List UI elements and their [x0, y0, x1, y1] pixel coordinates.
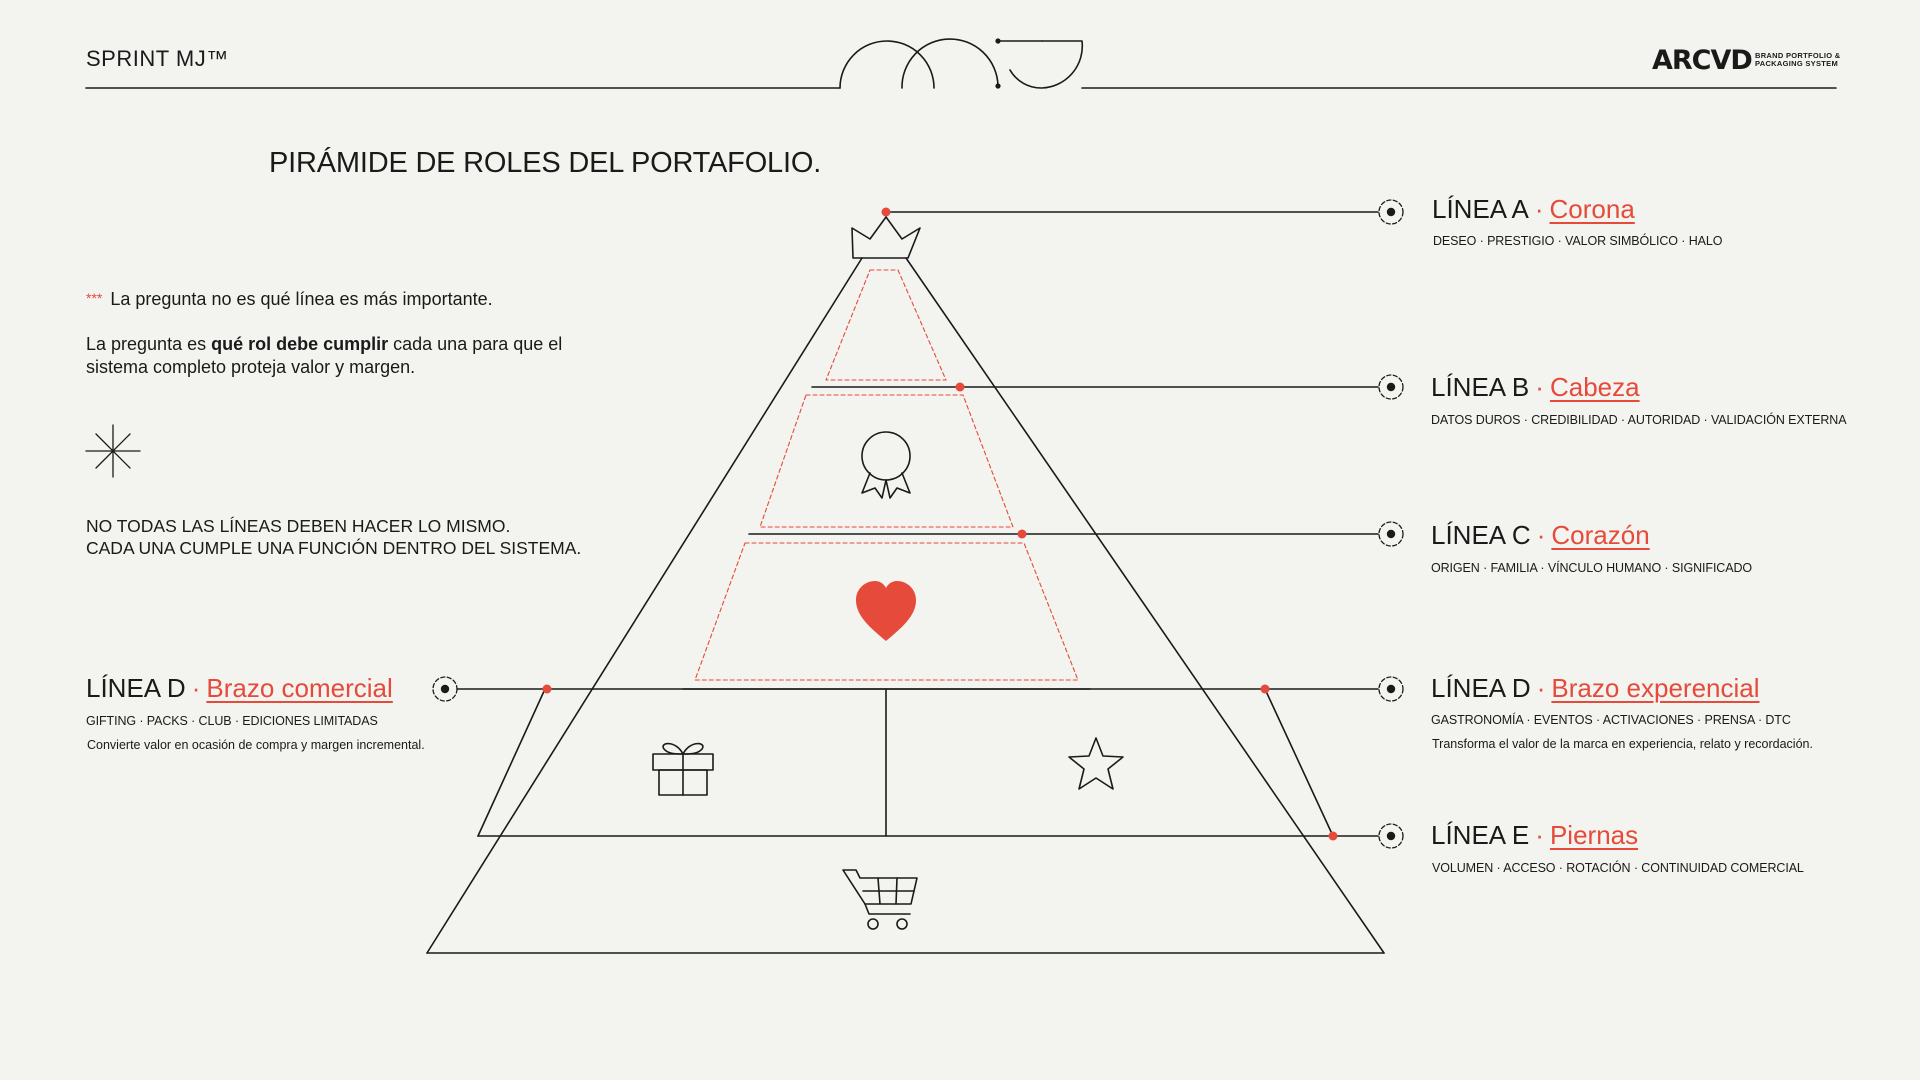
line-d-left-label: LÍNEA D·Brazo comercial [86, 673, 393, 703]
page-title: PIRÁMIDE DE ROLES DEL PORTAFOLIO. [269, 147, 822, 179]
line-d-left-keywords: GIFTING · PACKS · CLUB · EDICIONES LIMIT… [86, 714, 378, 728]
line-e-keywords: VOLUMEN · ACCESO · ROTACIÓN · CONTINUIDA… [1432, 861, 1804, 875]
question-1: ***La pregunta no es qué línea es más im… [86, 289, 493, 309]
line-a-label: LÍNEA A·Corona [1432, 194, 1635, 224]
brand-name: SPRINT MJ™ [86, 46, 229, 71]
gift-icon [652, 742, 714, 796]
line-d-right-keywords: GASTRONOMÍA · EVENTOS · ACTIVACIONES · P… [1431, 713, 1791, 727]
line-d-left-role-link[interactable]: Brazo comercial [206, 673, 393, 703]
endpoint-nodes [432, 199, 1404, 849]
sparkle-icon [85, 424, 141, 478]
shopping-cart-icon [842, 869, 918, 930]
line-d-left-description: Convierte valor en ocasión de compra y m… [87, 738, 425, 752]
line-e-label: LÍNEA E·Piernas [1431, 820, 1639, 850]
line-d-right-role-link[interactable]: Brazo experencial [1551, 673, 1760, 703]
line-c-label: LÍNEA C·Corazón [1431, 520, 1650, 550]
star-icon [1068, 737, 1124, 790]
line-a-role-link[interactable]: Corona [1549, 194, 1635, 224]
logo-tagline: BRAND PORTFOLIO & PACKAGING SYSTEM [1755, 51, 1841, 68]
company-logo: ARCVD [1652, 45, 1753, 76]
crown-icon [851, 216, 921, 259]
line-c-role-link[interactable]: Corazón [1551, 520, 1650, 550]
question-2: La pregunta es qué rol debe cumplir cada… [86, 334, 563, 377]
line-b-label: LÍNEA B·Cabeza [1431, 372, 1640, 402]
connector-lines [456, 211, 1379, 837]
heart-icon [856, 581, 916, 641]
line-e-role-link[interactable]: Piernas [1549, 820, 1639, 850]
header-rule [85, 38, 1837, 89]
award-ribbon-icon [861, 431, 911, 499]
inner-tiers [694, 269, 1079, 681]
anchor-points [542, 207, 1338, 841]
intro-text: ***La pregunta no es qué línea es más im… [86, 287, 586, 379]
pyramid-outline [426, 257, 1385, 954]
system-statement: NO TODAS LAS LÍNEAS DEBEN HACER LO MISMO… [86, 516, 582, 558]
line-b-role-link[interactable]: Cabeza [1549, 372, 1640, 402]
line-c-keywords: ORIGEN · FAMILIA · VÍNCULO HUMANO · SIGN… [1431, 561, 1753, 575]
line-b-keywords: DATOS DUROS · CREDIBILIDAD · AUTORIDAD ·… [1431, 413, 1847, 427]
line-d-right-description: Transforma el valor de la marca en exper… [1432, 737, 1813, 751]
line-a-keywords: DESEO · PRESTIGIO · VALOR SIMBÓLICO · HA… [1433, 234, 1723, 248]
asterisk-marker: *** [86, 290, 103, 306]
line-d-right-label: LÍNEA D·Brazo experencial [1431, 673, 1760, 703]
